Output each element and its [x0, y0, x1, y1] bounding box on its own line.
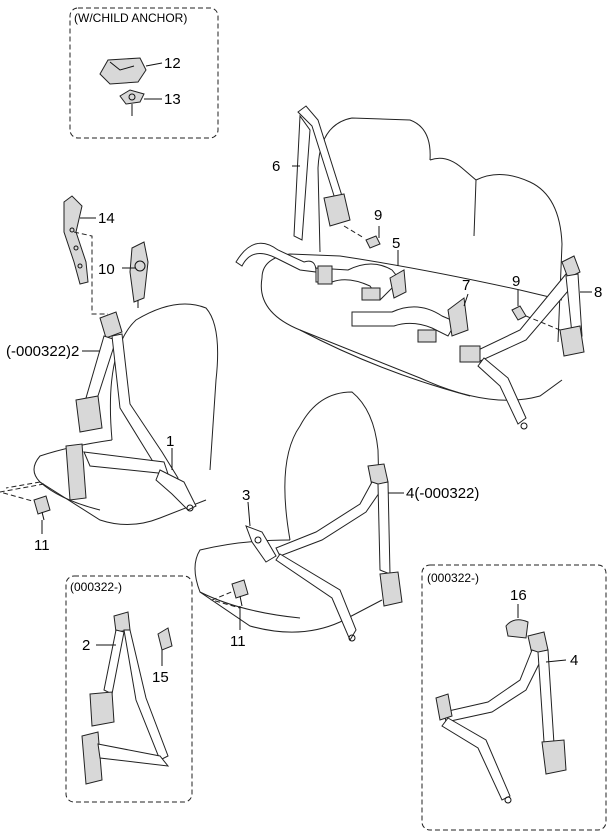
callout-6: 6: [272, 158, 280, 175]
callout-numbers: 12 13 14 10 6 9 5 9 7 8 (-000322)2 1 3 4…: [6, 55, 602, 686]
part-5-buckle-assembly: [315, 263, 407, 301]
lower-left-box-title: (000322-): [70, 580, 122, 594]
part-6-rear-left-belt: [235, 105, 351, 273]
callout-1: 1: [166, 433, 174, 450]
front-right-seat: [194, 391, 383, 633]
callout-12: 12: [164, 55, 181, 72]
lower-right-box: (000322-): [421, 564, 607, 831]
part-8-rear-right-belt: [459, 255, 585, 430]
callout-10: 10: [98, 261, 115, 278]
callout-8: 8: [594, 284, 602, 301]
callout-5: 5: [392, 235, 400, 252]
callout-14: 14: [98, 210, 115, 227]
part-10-height-adjuster: [129, 241, 149, 308]
part-11-bolt-right: [231, 579, 249, 607]
part-15-cover: [157, 627, 173, 651]
lower-right-box-title: (000322-): [427, 571, 479, 585]
callout-15: 15: [152, 669, 169, 686]
guide-leader-dashed: [73, 231, 108, 315]
callout-4: 4(-000322): [406, 485, 479, 502]
part-2-alt-belt: [81, 611, 170, 785]
callout-16: 16: [510, 587, 527, 604]
bolt-dash-b: [525, 315, 561, 331]
rear-bench-seat: [260, 117, 563, 401]
part-11-bolt-left: [33, 495, 51, 521]
part-4-alt-belt: [435, 631, 567, 804]
part-1-front-left-buckle: [65, 443, 197, 512]
callout-2-alt: 2: [82, 637, 90, 654]
part-12-anchor-cover: [99, 57, 147, 85]
callout-7: 7: [462, 277, 470, 294]
child-anchor-box: (W/CHILD ANCHOR): [69, 7, 219, 139]
part-7-center-lap-belt: [351, 297, 469, 343]
bolt-dash-a: [343, 225, 365, 239]
lower-left-box: (000322-): [65, 575, 193, 803]
callout-9a: 9: [374, 207, 382, 224]
part-9-anchor-bolts: [365, 235, 527, 321]
callout-4-alt: 4: [570, 652, 578, 669]
part-13-anchor-bolt: [119, 89, 145, 116]
seat-bolt-dash: [0, 481, 45, 503]
part-16-cover: [505, 619, 529, 639]
callout-11-left: 11: [34, 537, 50, 554]
callout-13: 13: [164, 91, 181, 108]
part-2-front-left-belt: [75, 311, 179, 485]
callout-11-right: 11: [230, 633, 246, 650]
callout-9b: 9: [512, 273, 520, 290]
leader-lines: [41, 62, 592, 666]
callout-3: 3: [242, 487, 250, 504]
part-4-front-right-belt: [275, 463, 403, 642]
callout-2: (-000322)2: [6, 343, 79, 360]
part-14-belt-guide: [63, 195, 89, 285]
child-anchor-box-title: (W/CHILD ANCHOR): [74, 11, 187, 25]
part-3-front-right-buckle: [245, 525, 277, 563]
